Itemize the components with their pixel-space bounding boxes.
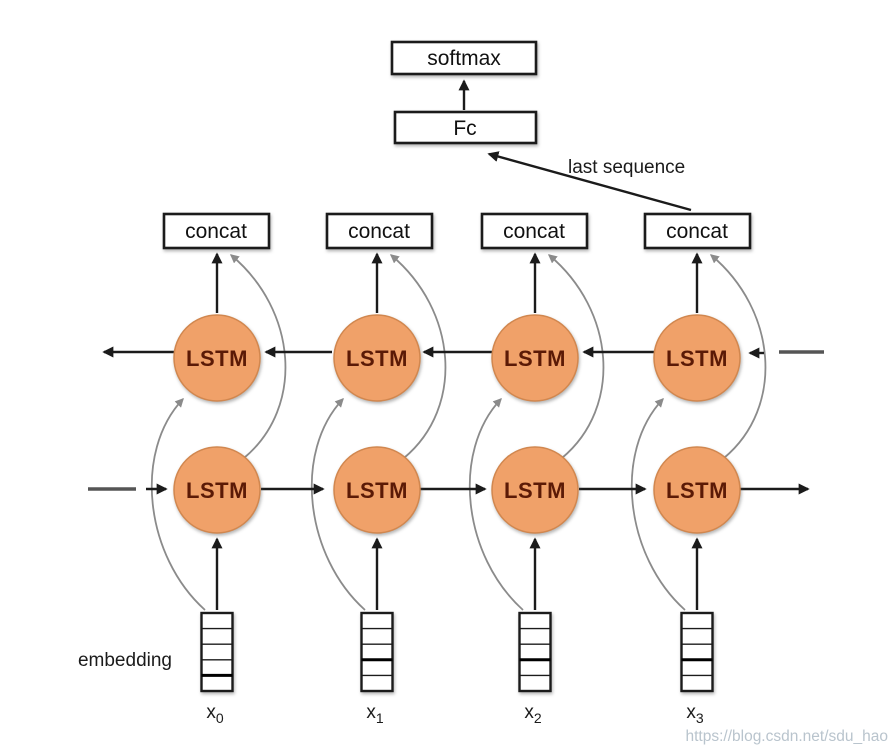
embedding-vector-1: [360, 611, 394, 693]
concat-node-3: concat: [643, 212, 752, 250]
backward-lstm-label-0: LSTM: [186, 346, 248, 371]
fc-node: Fc: [393, 110, 538, 145]
forward-lstm-label-3: LSTM: [666, 478, 728, 503]
concat-node-1: concat: [325, 212, 434, 250]
arrow-last-sequence-to-fc: [487, 151, 692, 212]
backward-lstm-label-1: LSTM: [346, 346, 408, 371]
backward-lstm-2: LSTM: [491, 314, 579, 402]
curve-forward-to-concat-1: [389, 254, 447, 459]
concat-box-0: [162, 212, 271, 250]
input-label-2: x2: [524, 702, 542, 726]
embedding-vector-2: [518, 611, 552, 693]
forward-lstm-1: LSTM: [333, 446, 421, 534]
softmax-label: softmax: [427, 47, 501, 70]
backward-lstm-0: LSTM: [173, 314, 261, 402]
embedding-box-3: [680, 611, 714, 693]
concat-box-3: [643, 212, 752, 250]
forward-lstm-label-0: LSTM: [186, 478, 248, 503]
embedding-box-2: [518, 611, 552, 693]
backward-lstm-circle-1: [333, 314, 421, 402]
backward-lstm-label-2: LSTM: [504, 346, 566, 371]
backward-lstm-circle-2: [491, 314, 579, 402]
forward-lstm-2: LSTM: [491, 446, 579, 534]
watermark: https://blog.csdn.net/sdu_hao: [685, 728, 888, 745]
forward-lstm-circle-3: [653, 446, 741, 534]
backward-lstm-1: LSTM: [333, 314, 421, 402]
fc-label: Fc: [453, 117, 476, 140]
forward-lstm-0: LSTM: [173, 446, 261, 534]
embedding-box-0: [200, 611, 234, 693]
concat-node-2: concat: [480, 212, 589, 250]
concat-label-0: concat: [185, 220, 247, 243]
backward-lstm-circle-3: [653, 314, 741, 402]
input-label-3: x3: [686, 702, 704, 726]
concat-node-0: concat: [162, 212, 271, 250]
concat-box-1: [325, 212, 434, 250]
backward-lstm-3: LSTM: [653, 314, 741, 402]
curve-forward-to-concat-0: [229, 254, 287, 459]
fc-box: [393, 110, 538, 145]
curve-forward-to-concat-3: [709, 254, 767, 459]
embedding-box-1: [360, 611, 394, 693]
forward-lstm-circle-1: [333, 446, 421, 534]
curve-embedding-to-backward-0: [150, 398, 206, 611]
forward-lstm-circle-2: [491, 446, 579, 534]
embedding-label: embedding: [78, 650, 172, 671]
concat-label-3: concat: [666, 220, 728, 243]
curve-embedding-to-backward-1: [310, 398, 366, 611]
curve-embedding-to-backward-2: [468, 398, 524, 611]
concat-label-1: concat: [348, 220, 410, 243]
backward-lstm-label-3: LSTM: [666, 346, 728, 371]
concat-box-2: [480, 212, 589, 250]
input-label-1: x1: [366, 702, 384, 726]
concat-label-2: concat: [503, 220, 565, 243]
forward-lstm-3: LSTM: [653, 446, 741, 534]
softmax-box: [390, 40, 538, 76]
curve-forward-to-concat-2: [547, 254, 605, 459]
forward-lstm-label-1: LSTM: [346, 478, 408, 503]
input-label-0: x0: [206, 702, 224, 726]
softmax-node: softmax: [390, 40, 538, 76]
forward-lstm-label-2: LSTM: [504, 478, 566, 503]
embedding-vector-3: [680, 611, 714, 693]
curve-embedding-to-backward-3: [630, 398, 686, 611]
backward-lstm-circle-0: [173, 314, 261, 402]
embedding-vector-0: [200, 611, 234, 693]
last-sequence-label: last sequence: [568, 157, 685, 178]
forward-lstm-circle-0: [173, 446, 261, 534]
